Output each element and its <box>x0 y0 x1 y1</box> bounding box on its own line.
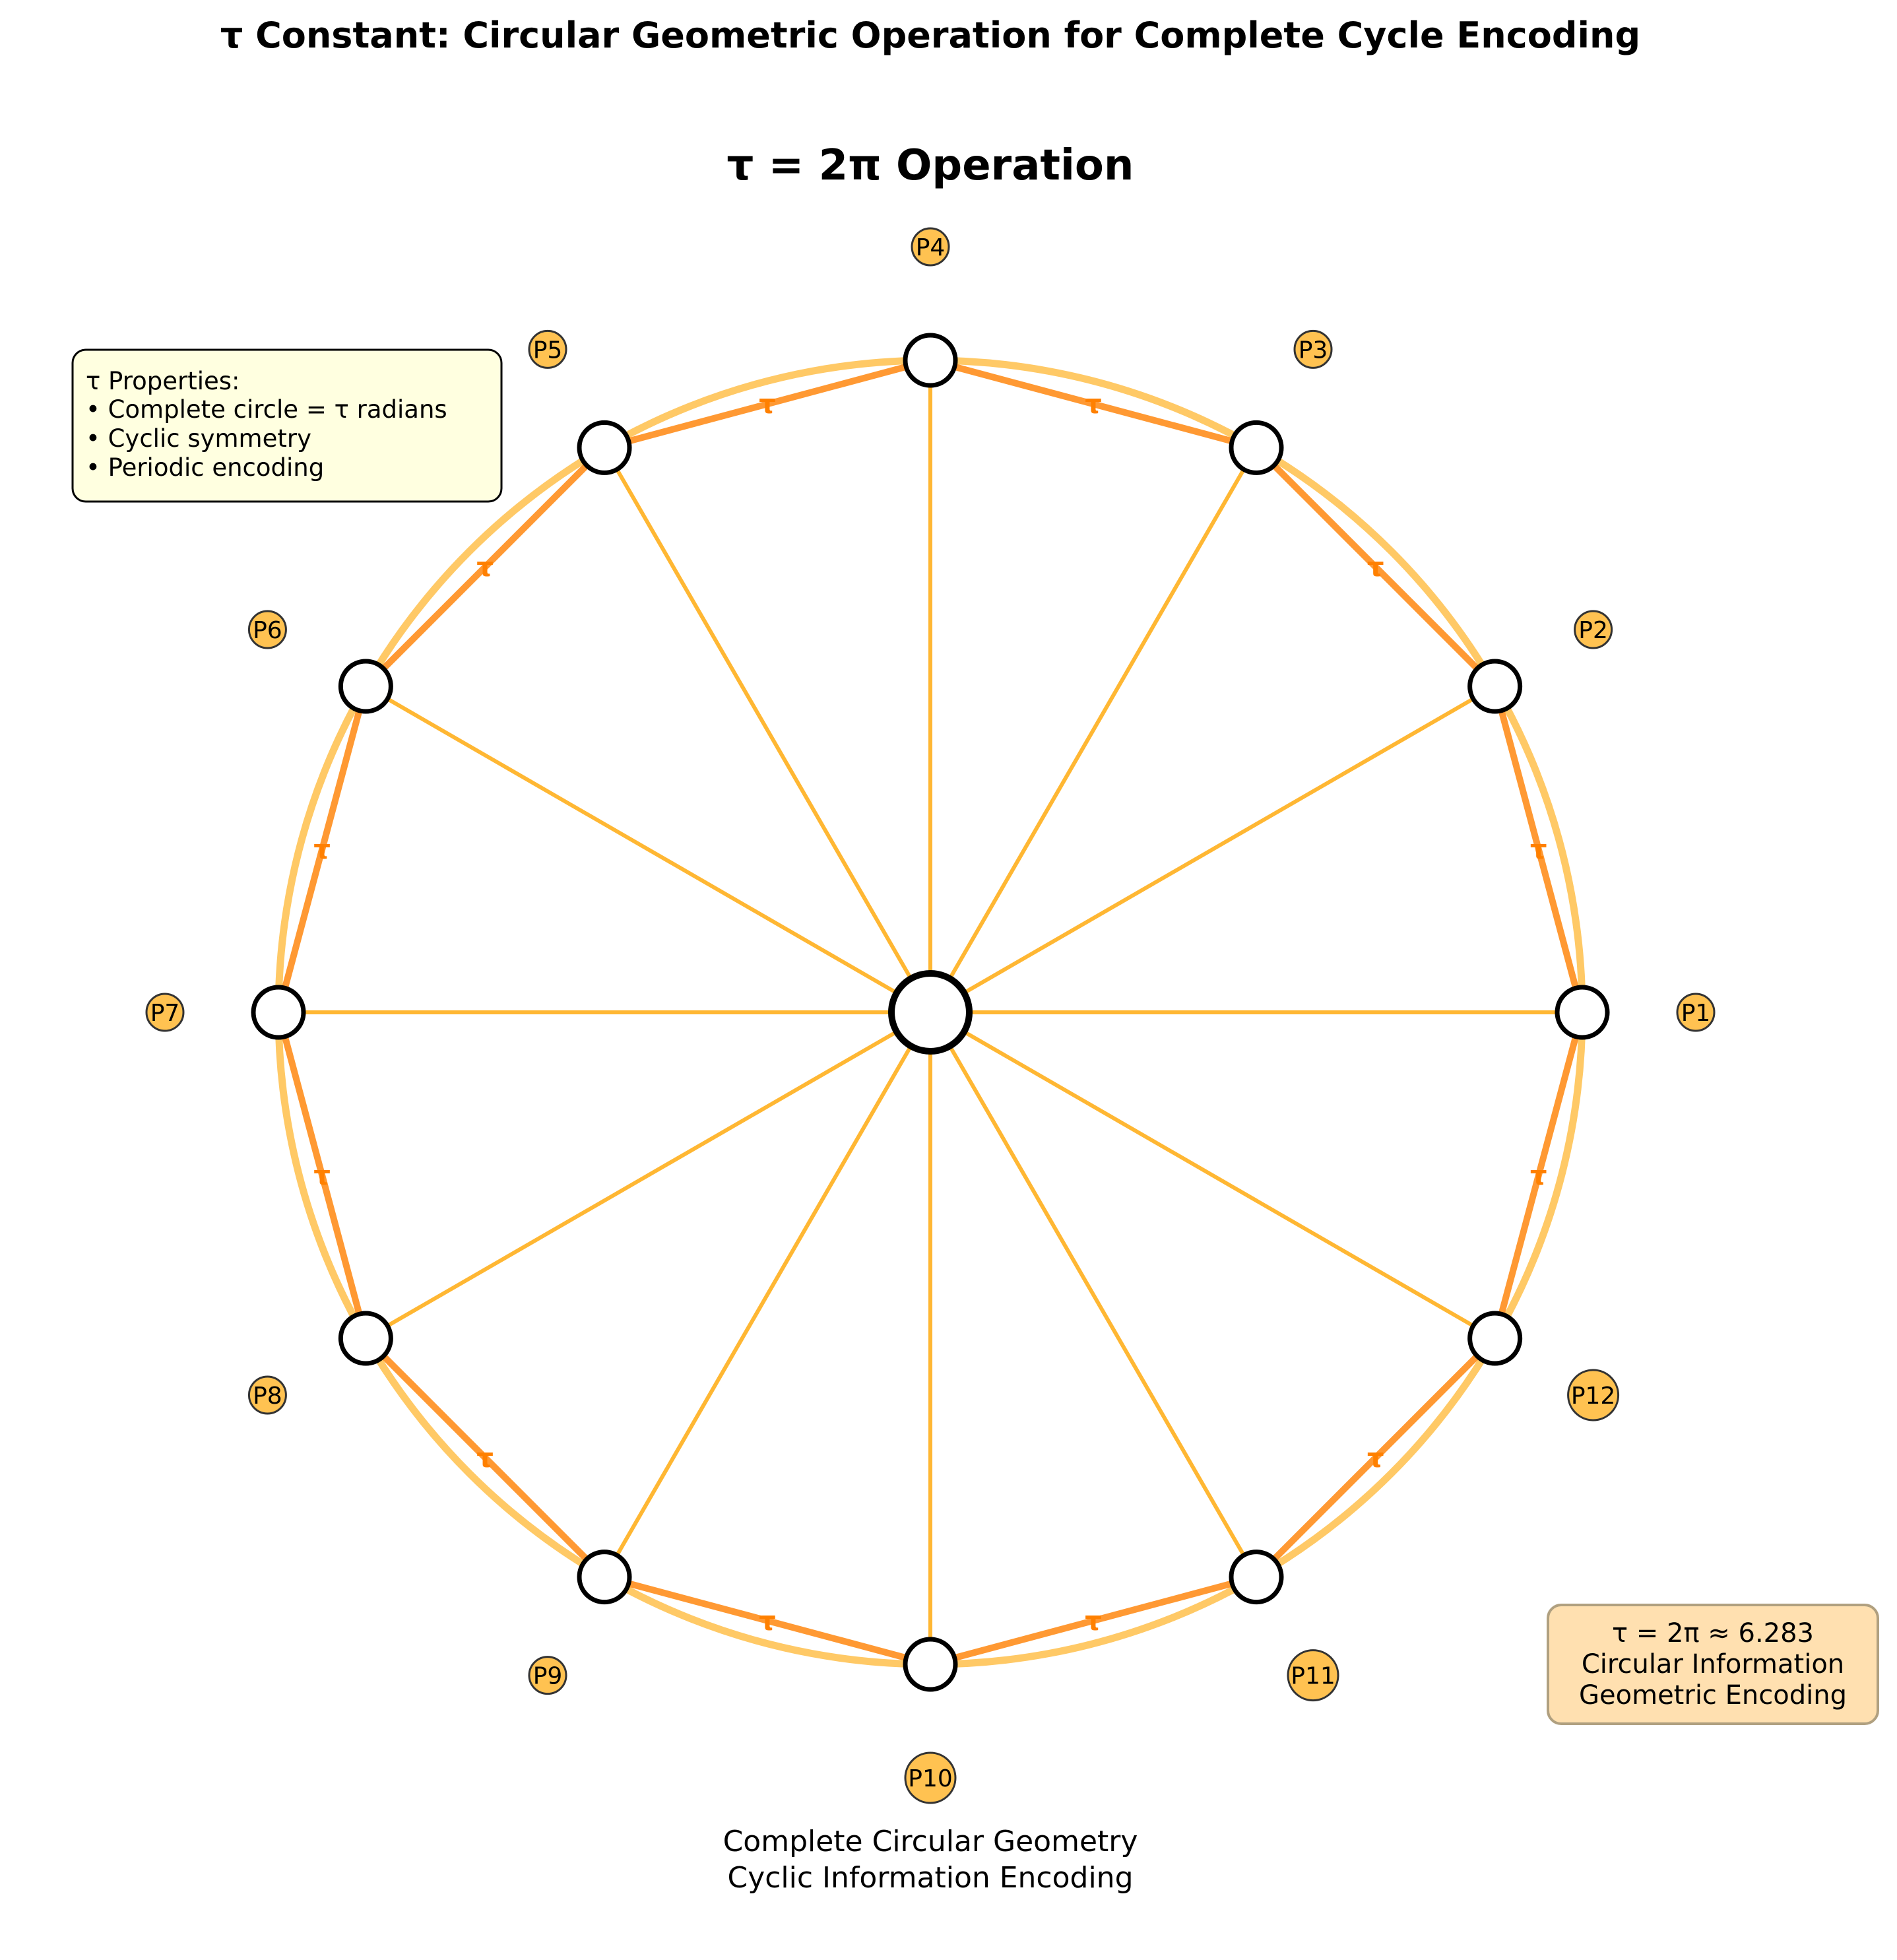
tau-box-line: Circular Information <box>1582 1649 1844 1680</box>
properties-line: • Periodic encoding <box>86 453 324 482</box>
center-node <box>888 970 973 1055</box>
perimeter-node <box>577 1550 632 1605</box>
chords-group <box>275 357 1586 1668</box>
perimeter-nodes-group <box>251 333 1610 1692</box>
spoke-line <box>364 1010 932 1340</box>
node-label-badge <box>1287 1649 1339 1702</box>
spoke-line <box>928 446 1258 1014</box>
spokes-group <box>278 360 1582 1664</box>
perimeter-node <box>338 1311 393 1366</box>
chord-edge <box>1491 1011 1586 1340</box>
chord-edge <box>363 1336 607 1580</box>
node-label-badge <box>528 1656 567 1695</box>
caption-line-2: Cyclic Information Encoding <box>727 1861 1133 1895</box>
tau-edge-mark: τ <box>313 835 331 865</box>
perimeter-node <box>577 420 632 475</box>
properties-box: τ Properties: • Complete circle = τ radi… <box>71 348 503 503</box>
spoke-line <box>929 684 1496 1014</box>
chord-edge <box>1254 445 1498 689</box>
diagram-subtitle: τ = 2π Operation <box>727 141 1134 190</box>
figure-title: τ Constant: Circular Geometric Operation… <box>220 15 1640 56</box>
chord-edge <box>929 357 1258 451</box>
node-label-text: P11 <box>1291 1663 1335 1690</box>
node-label-text: P5 <box>533 337 563 364</box>
perimeter-node <box>903 1637 958 1692</box>
node-label-badge <box>1567 1369 1620 1421</box>
node-label-text: P3 <box>1299 337 1328 364</box>
chord-edge <box>603 1573 932 1668</box>
node-label-badge <box>145 993 185 1032</box>
node-label-badge <box>1676 993 1716 1032</box>
node-label-badge <box>528 329 567 369</box>
node-label-text: P6 <box>253 617 282 644</box>
perimeter-node <box>1229 420 1284 475</box>
node-label-badge <box>1574 610 1613 649</box>
spoke-line <box>602 1011 932 1579</box>
node-label-text: P10 <box>908 1765 953 1792</box>
tau-edge-mark: τ <box>1530 835 1547 865</box>
node-label-badge <box>904 1751 957 1804</box>
node-label-text: P2 <box>1578 617 1608 644</box>
node-label-text: P1 <box>1681 1000 1711 1027</box>
perimeter-node <box>338 659 393 714</box>
tau-value-box: τ = 2π ≈ 6.283 Circular Information Geom… <box>1547 1604 1879 1725</box>
perimeter-node <box>1555 985 1610 1040</box>
tau-edge-mark: τ <box>1367 1443 1384 1474</box>
tau-edge-mark: τ <box>1085 389 1102 420</box>
node-label-badge <box>247 1375 287 1415</box>
node-label-badge <box>911 227 950 267</box>
spoke-line <box>364 684 932 1014</box>
spoke-line <box>929 1010 1496 1340</box>
tau-box-line: Geometric Encoding <box>1579 1680 1847 1711</box>
chord-edge <box>275 685 370 1014</box>
properties-line: τ Properties: <box>86 367 240 395</box>
node-label-text: P4 <box>916 234 946 261</box>
chord-edge <box>603 357 932 451</box>
node-label-text: P12 <box>1571 1383 1616 1410</box>
tau-value-box-frame <box>1547 1604 1879 1725</box>
node-label-text: P7 <box>150 1000 180 1027</box>
perimeter-node <box>1467 659 1523 714</box>
tau-marks-group: τ τ τ τ τ τ τ τ τ τ τ τ <box>313 389 1547 1637</box>
node-label-badge <box>1293 329 1333 369</box>
tau-edge-mark: τ <box>1367 552 1384 583</box>
node-label-badge <box>247 610 287 649</box>
tau-edge-mark: τ <box>476 1443 494 1474</box>
perimeter-node <box>903 333 958 388</box>
chord-edge <box>275 1011 370 1340</box>
tau-edge-mark: τ <box>759 1606 776 1637</box>
tau-edge-mark: τ <box>759 389 776 420</box>
caption-line-1: Complete Circular Geometry <box>723 1825 1138 1858</box>
tau-box-line: τ = 2π ≈ 6.283 <box>1612 1618 1814 1649</box>
perimeter-node <box>1467 1311 1523 1366</box>
chord-edge <box>363 445 607 689</box>
properties-line: • Cyclic symmetry <box>86 424 311 453</box>
chord-edge <box>1254 1336 1498 1580</box>
perimeter-node <box>1229 1550 1284 1605</box>
tau-edge-mark: τ <box>1530 1161 1547 1191</box>
properties-line: • Complete circle = τ radians <box>86 395 447 424</box>
tau-edge-mark: τ <box>476 552 494 583</box>
properties-box-frame <box>71 348 503 503</box>
spoke-line <box>928 1011 1258 1579</box>
tau-edge-mark: τ <box>1085 1606 1102 1637</box>
node-label-text: P8 <box>253 1383 282 1410</box>
perimeter-node <box>251 985 306 1040</box>
node-label-text: P9 <box>533 1663 563 1690</box>
spoke-line <box>602 446 932 1014</box>
chord-edge <box>929 1573 1258 1668</box>
chord-edge <box>1491 685 1586 1014</box>
tau-edge-mark: τ <box>313 1161 331 1191</box>
